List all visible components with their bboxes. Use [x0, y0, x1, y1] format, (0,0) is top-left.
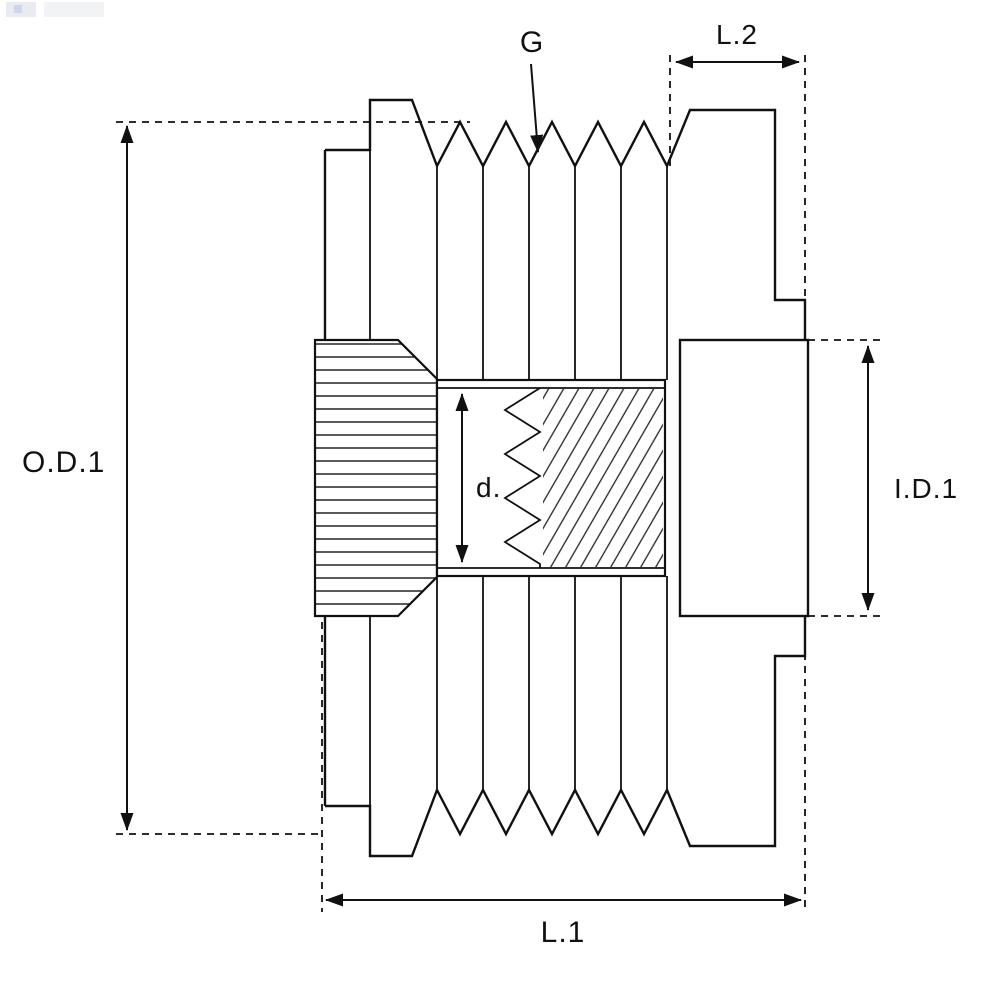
hatched-section	[543, 389, 663, 567]
dim-label-od1: O.D.1	[22, 446, 105, 479]
groove-callout: G	[520, 26, 544, 153]
groove-label-g: G	[520, 26, 544, 59]
dim-label-l2: L.2	[716, 19, 758, 50]
dimension-l2: L.2	[675, 19, 800, 69]
dimension-id1: I.D.1	[861, 345, 958, 611]
g-leader-line	[530, 63, 544, 153]
bottom-profile	[325, 616, 807, 858]
thread-zigzag	[503, 387, 542, 568]
bore-section	[435, 378, 667, 578]
dimension-l1: L.1	[325, 893, 802, 949]
watermark-fragment	[14, 5, 22, 13]
dim-label-id1: I.D.1	[894, 473, 958, 504]
dimension-d: d.	[455, 393, 501, 563]
dim-label-l1: L.1	[541, 916, 586, 949]
top-profile	[325, 98, 807, 340]
dimension-od1: O.D.1	[22, 125, 134, 831]
dim-label-d: d.	[476, 472, 501, 503]
watermark-fragment	[44, 2, 104, 17]
extension-lines	[116, 55, 884, 912]
body-section-lines	[369, 150, 668, 806]
splined-sleeve	[313, 338, 439, 618]
watermark	[6, 2, 104, 17]
hub-outline	[678, 338, 810, 618]
hub	[678, 338, 810, 618]
sleeve-texture	[313, 338, 439, 618]
